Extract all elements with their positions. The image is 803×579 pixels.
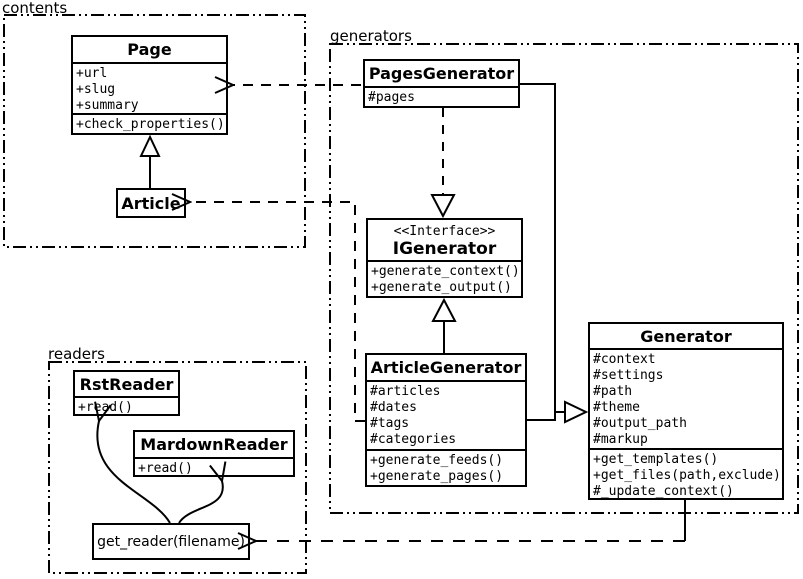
method: +generate_context() [371, 264, 520, 279]
method: +generate_pages() [370, 469, 504, 484]
method: +read() [78, 400, 133, 415]
class-generator: Generator #context #settings #path #them… [588, 322, 784, 500]
attribute: #path [593, 384, 633, 399]
class-article-title: Article [121, 193, 181, 213]
class-article-generator-methods: +generate_feeds() +generate_pages() [367, 449, 525, 485]
attribute: #articles [370, 384, 441, 399]
arrowhead-generalization-igenerator [431, 297, 457, 322]
method: +generate_feeds() [370, 453, 504, 468]
get-reader-label: get_reader(filename) [97, 533, 245, 550]
method: +get_files(path,exclude) [593, 468, 781, 483]
class-rst-reader: RstReader +read() [73, 370, 180, 416]
class-mardown-reader-methods: +read() [135, 457, 293, 477]
edge-getreader-to-mardownreader [178, 481, 223, 524]
package-label-readers: readers [48, 345, 105, 363]
method: #_update_context() [593, 484, 734, 499]
arrowhead-realization-igenerator [430, 194, 456, 219]
class-mardown-reader: MardownReader +read() [133, 430, 295, 477]
attribute: #theme [593, 400, 640, 415]
attribute: #tags [370, 416, 410, 431]
method: +get_templates() [593, 452, 719, 467]
stereotype: <<Interface>> [393, 224, 496, 239]
arrowhead-generalization-generator [564, 400, 589, 424]
attribute: #categories [370, 432, 457, 447]
attribute: #markup [593, 432, 648, 447]
attribute: +slug [76, 82, 116, 97]
class-page-methods: +check_properties() [73, 113, 226, 133]
method: +check_properties() [76, 117, 225, 132]
attribute: #context [593, 352, 656, 367]
edge-articlegenerator-uses-article [190, 202, 365, 422]
attribute: #settings [593, 368, 664, 383]
edge-articlegenerator-extends-generator [527, 412, 556, 421]
class-article-generator: ArticleGenerator #articles #dates #tags … [365, 353, 527, 487]
attribute: #output_path [593, 416, 687, 431]
class-article-generator-attributes: #articles #dates #tags #categories [367, 380, 525, 449]
class-pages-generator: PagesGenerator #pages [363, 59, 520, 108]
class-article: Article [116, 188, 186, 218]
class-article-generator-title: ArticleGenerator [370, 358, 522, 377]
arrowhead-generalization-page [139, 134, 161, 157]
package-label-contents: contents [2, 0, 68, 17]
class-page-title: Page [127, 40, 172, 59]
attribute: #dates [370, 400, 417, 415]
class-pages-generator-title: PagesGenerator [368, 64, 515, 83]
method: +generate_output() [371, 280, 512, 295]
attribute: +summary [76, 98, 139, 113]
class-generator-title: Generator [640, 326, 732, 346]
class-pages-generator-attributes: #pages [365, 86, 518, 106]
class-mardown-reader-title: MardownReader [140, 435, 288, 454]
class-page-attributes: +url +slug +summary [73, 62, 226, 113]
class-generator-methods: +get_templates() +get_files(path,exclude… [590, 448, 782, 500]
get-reader-box: get_reader(filename) [92, 523, 250, 560]
class-igenerator-methods: +generate_context() +generate_output() [368, 260, 521, 296]
method: +read() [138, 461, 193, 476]
class-rst-reader-methods: +read() [75, 396, 178, 416]
class-rst-reader-title: RstReader [79, 374, 174, 394]
attribute: +url [76, 66, 108, 81]
class-page: Page +url +slug +summary +check_properti… [71, 35, 228, 135]
class-generator-attributes: #context #settings #path #theme #output_… [590, 348, 782, 448]
class-igenerator: <<Interface>> IGenerator +generate_conte… [366, 218, 523, 298]
class-igenerator-title: <<Interface>> IGenerator [368, 220, 521, 260]
package-label-generators: generators [330, 27, 412, 45]
attribute: #pages [368, 90, 415, 105]
